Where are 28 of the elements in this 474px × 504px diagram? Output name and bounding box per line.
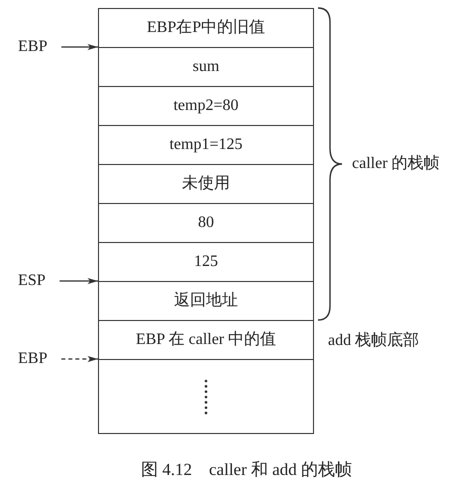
- pointer-arrow: [60, 278, 98, 284]
- stack-slot: [98, 86, 314, 126]
- stack-slot: [98, 242, 314, 282]
- slot-value: 80: [198, 213, 214, 233]
- stack-slot: [98, 359, 314, 434]
- slot-value: 未使用: [182, 174, 230, 194]
- pointer-arrow: [61, 356, 98, 362]
- slot-value: 125: [194, 252, 218, 272]
- frame-label: caller 的栈帧: [352, 154, 440, 174]
- slot-value: EBP 在 caller 中的值: [136, 330, 276, 350]
- slot-value: EBP在P中的旧值: [146, 18, 266, 38]
- stack-slot: [98, 320, 314, 360]
- figure-caption: 图 4.12 caller 和 add 的栈帧: [141, 460, 352, 480]
- register-label: EBP: [18, 37, 48, 57]
- stack-slot: [98, 125, 314, 165]
- stack-slot: [98, 203, 314, 243]
- slot-value: temp1=125: [169, 135, 242, 155]
- stack-slot: [98, 281, 314, 321]
- register-label: ESP: [18, 271, 46, 291]
- stack-slot: [98, 8, 314, 48]
- slot-value: 返回地址: [174, 291, 238, 311]
- stack-slot: [98, 164, 314, 204]
- slot-value: temp2=80: [173, 96, 238, 116]
- frame-bottom-label: add 栈帧底部: [328, 331, 420, 351]
- pointer-arrow: [61, 44, 98, 50]
- stack-slot: [98, 47, 314, 87]
- register-label: EBP: [18, 349, 48, 369]
- slot-value: sum: [192, 57, 220, 77]
